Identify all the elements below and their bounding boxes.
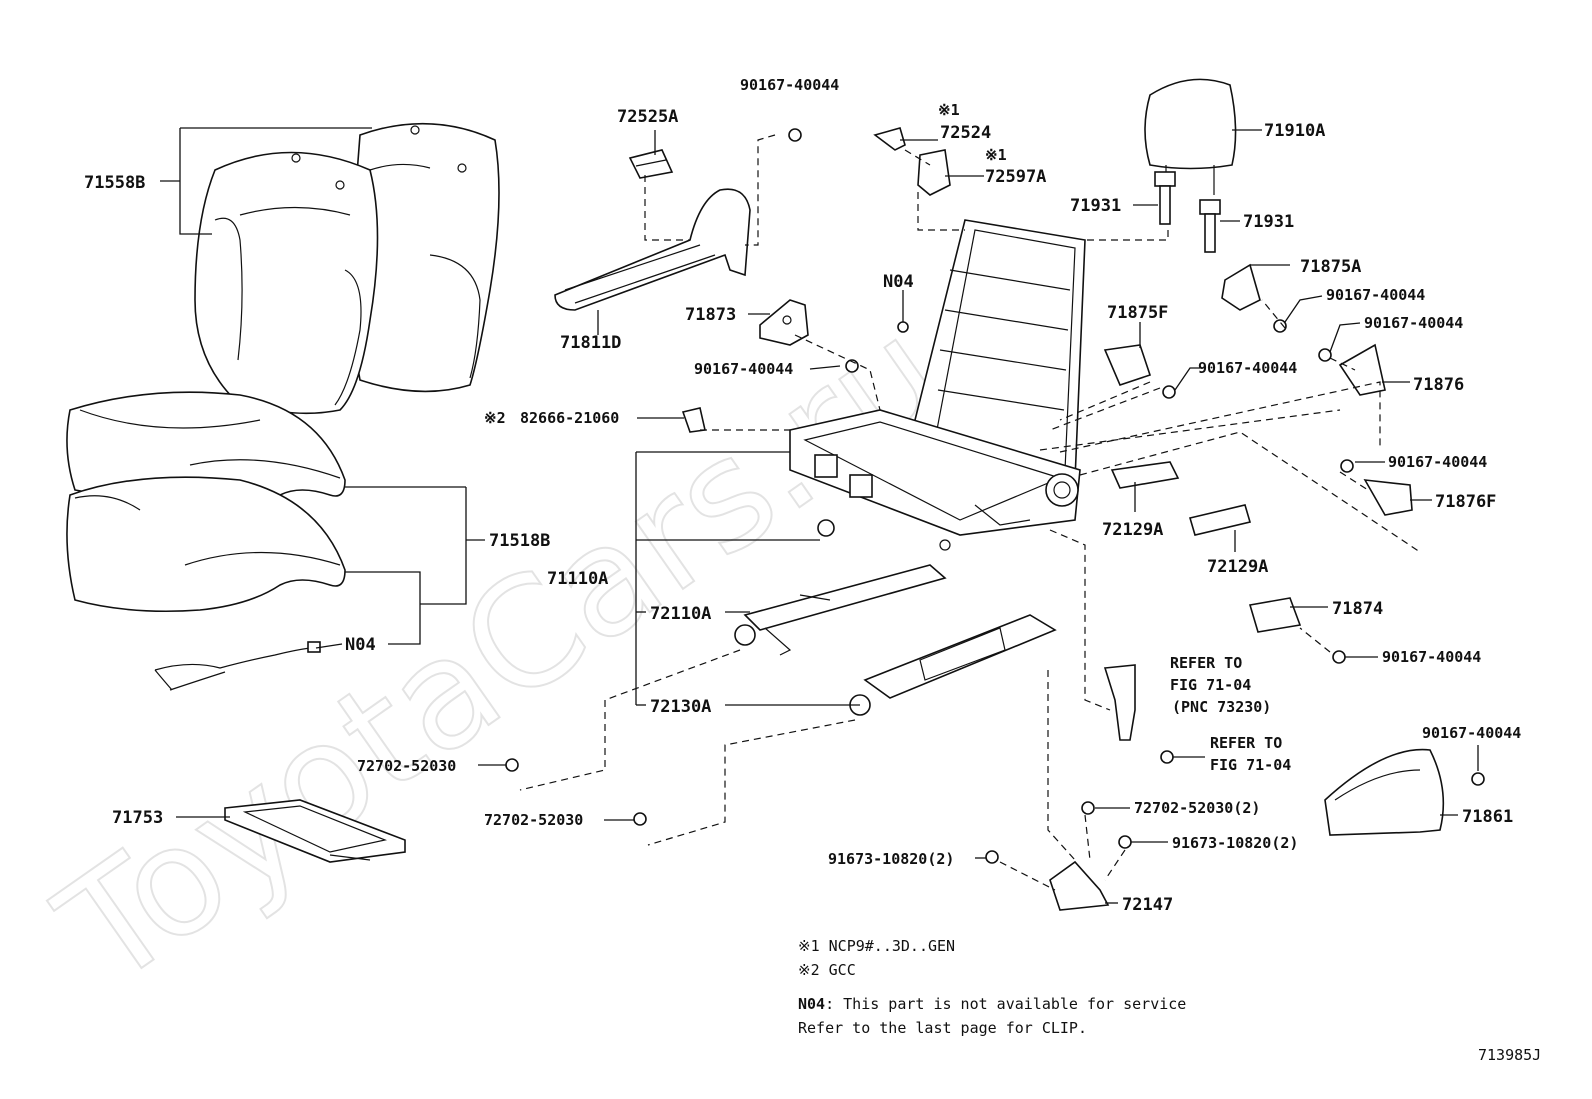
label-71558B: 71558B [84,173,145,193]
label-72525A: 72525A [617,107,678,127]
label-90167-r2: 90167-40044 [1364,314,1463,332]
note-2: ※2 GCC [798,961,856,979]
label-71910A: 71910A [1264,121,1325,141]
note-3-code: N04 [798,995,825,1013]
bracket-71875A-illustration [1221,263,1261,311]
note-4: Refer to the last page for CLIP. [798,1019,1087,1037]
seat-tray-illustration [224,799,406,863]
label-72130A: 72130A [650,697,711,717]
mark-1b: ※1 [985,146,1007,164]
cap-72525A-illustration [628,149,674,179]
label-71518B: 71518B [489,531,550,551]
refer-1-line1: REFER TO [1170,654,1242,672]
label-71931-a: 71931 [1070,196,1121,216]
label-71873: 71873 [685,305,736,325]
refer-1-line3: (PNC 73230) [1172,698,1271,716]
cover-71874-illustration [1248,597,1302,633]
cover-71876-illustration [1338,343,1386,396]
label-90167-r3: 90167-40044 [1198,359,1297,377]
label-72524: 72524 [940,123,991,143]
knob-72129A-upper-illustration [1110,461,1180,489]
figure-id: 713985J [1478,1046,1541,1064]
refer-2-line2: FIG 71-04 [1210,756,1291,774]
seat-cushion-lower-illustration [66,476,346,613]
seat-track-72110A-illustration [734,564,947,656]
bracket-72147-illustration [1049,860,1110,911]
seat-frame-illustration [789,219,1086,551]
label-90167-r6: 90167-40044 [1422,724,1521,742]
label-71875A: 71875A [1300,257,1361,277]
label-72147: 72147 [1122,895,1173,915]
label-71876: 71876 [1413,375,1464,395]
note-3-text: : This part is not available for service [825,995,1186,1013]
bolt-icons [505,128,1485,864]
label-72129A-a: 72129A [1102,520,1163,540]
label-71876F: 71876F [1435,492,1496,512]
label-71811D: 71811D [560,333,621,353]
label-71875F: 71875F [1107,303,1168,323]
label-90167-r5: 90167-40044 [1382,648,1481,666]
label-91673-a: 91673-10820(2) [828,850,954,868]
label-90167-r1: 90167-40044 [1326,286,1425,304]
bracket-71873-illustration [759,299,809,346]
label-71753: 71753 [112,808,163,828]
leader-lines [160,127,1479,904]
seatback-cover-rear-illustration [194,151,379,415]
mark-1a: ※1 [938,101,960,119]
label-91673-b: 91673-10820(2) [1172,834,1298,852]
bracket-71875F-illustration [1103,344,1152,386]
label-N04-center: N04 [883,272,914,292]
label-72702-a: 72702-52030 [357,757,456,775]
note-3: N04: This part is not available for serv… [798,995,1186,1013]
label-90167-top: 90167-40044 [740,76,839,94]
note-1: ※1 NCP9#..3D..GEN [798,937,955,955]
headrest-guide-71931b-illustration [1199,199,1221,253]
label-72597A: 72597A [985,167,1046,187]
headrest-guide-71931a-illustration [1154,171,1176,225]
belt-buckle-illustration [1103,664,1136,741]
cover-72524-illustration [873,127,906,151]
dashed-guide-lines [519,134,1421,891]
label-90167-71873: 90167-40044 [694,360,793,378]
label-72129A-b: 72129A [1207,557,1268,577]
label-72110A: 72110A [650,604,711,624]
label-72702-c: 72702-52030(2) [1134,799,1260,817]
seat-track-72130A-illustration [849,614,1057,716]
label-71874: 71874 [1332,599,1383,619]
label-90167-r4: 90167-40044 [1388,453,1487,471]
label-N04-harness: N04 [345,635,376,655]
label-71110A: 71110A [547,569,608,589]
refer-1-line2: FIG 71-04 [1170,676,1251,694]
shield-71861-illustration [1324,748,1445,836]
label-82666-21060: 82666-21060 [520,409,619,427]
mark-2: ※2 [484,409,506,427]
knob-72129A-lower-illustration [1188,504,1252,536]
label-72702-b: 72702-52030 [484,811,583,829]
cover-71876F-illustration [1363,479,1413,516]
side-cover-71811D-illustration [554,188,751,311]
refer-2-line1: REFER TO [1210,734,1282,752]
label-71931-b: 71931 [1243,212,1294,232]
label-71861: 71861 [1462,807,1513,827]
cover-72597A-illustration [917,149,951,196]
wire-harness-illustration [154,641,321,691]
